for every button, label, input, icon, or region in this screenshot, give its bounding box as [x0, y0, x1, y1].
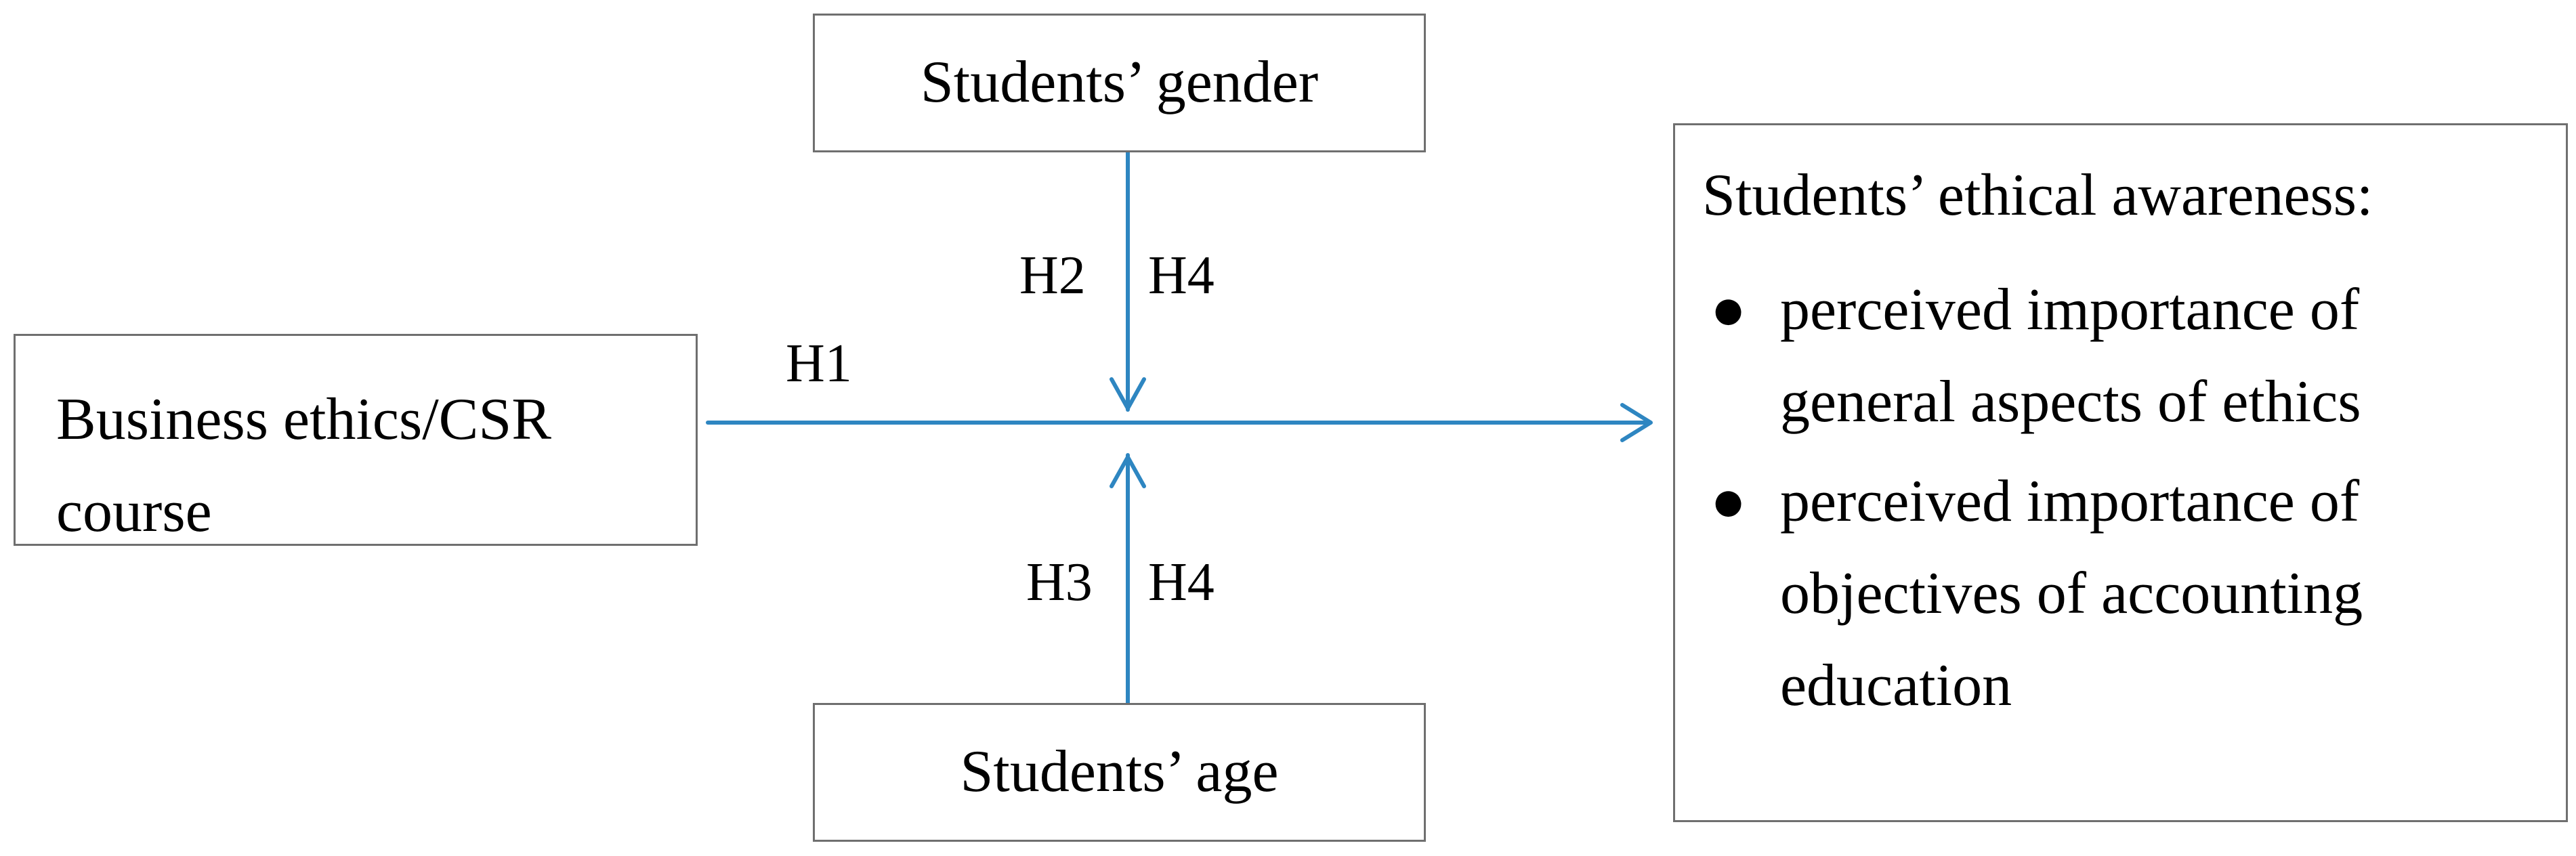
- course-box: Business ethics/CSR course: [14, 334, 698, 546]
- course-label-line1: Business ethics/CSR: [56, 387, 551, 452]
- course-label-line2: course: [56, 479, 212, 545]
- h1-label: H1: [786, 334, 852, 393]
- gender-arrowhead: [1110, 377, 1146, 410]
- list-item-line: general aspects of ethics: [1780, 369, 2361, 435]
- age-arrowhead: [1110, 455, 1146, 488]
- list-item: ● perceived importance of general aspect…: [1702, 264, 2566, 449]
- bullet-icon: ●: [1710, 468, 1747, 534]
- awareness-title: Students’ ethical awareness:: [1702, 163, 2373, 228]
- age-label: Students’ age: [960, 739, 1279, 805]
- list-item-line: education: [1780, 653, 2012, 719]
- bullet-icon: ●: [1710, 276, 1747, 343]
- gender-box: Students’ gender: [813, 14, 1426, 152]
- list-item-line: perceived importance of: [1780, 276, 2360, 343]
- h3-label: H3: [1026, 553, 1093, 612]
- gender-label: Students’ gender: [920, 49, 1319, 116]
- h4-bottom-label: H4: [1148, 553, 1215, 612]
- list-item-line: perceived importance of: [1780, 468, 2360, 534]
- awareness-list: ● perceived importance of general aspect…: [1702, 264, 2566, 733]
- ethical-awareness-box: Students’ ethical awareness: ● perceived…: [1673, 123, 2568, 822]
- h2-label: H2: [1019, 246, 1086, 305]
- h4-top-label: H4: [1148, 246, 1215, 305]
- list-item: ● perceived importance of objectives of …: [1702, 456, 2566, 733]
- age-box: Students’ age: [813, 703, 1426, 842]
- list-item-line: objectives of accounting: [1780, 560, 2363, 626]
- h1-arrowhead: [1620, 403, 1653, 442]
